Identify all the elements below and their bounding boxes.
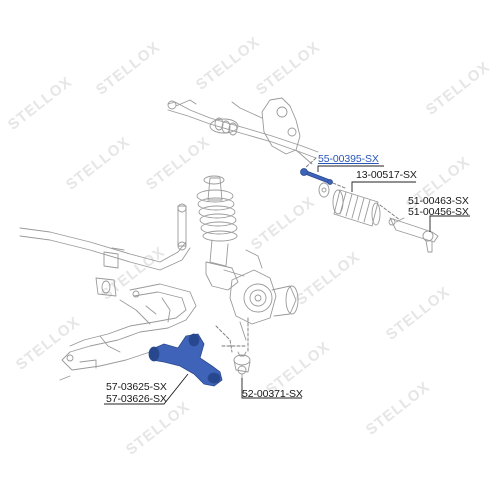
label-ball-joint[interactable]: 52-00371-SX bbox=[242, 388, 303, 400]
tie-rod-end-drawing bbox=[388, 217, 439, 253]
label-tie-rod-end-left[interactable]: 51-00463-SX bbox=[408, 195, 469, 207]
leader-lines bbox=[104, 165, 470, 405]
leader-ball-joint bbox=[241, 378, 302, 399]
label-tie-rod[interactable]: 55-00395-SX bbox=[318, 153, 379, 165]
stabilizer-bar-drawing bbox=[19, 203, 191, 297]
leader-control-arm bbox=[104, 373, 189, 405]
knuckle-hub-drawing bbox=[229, 249, 299, 341]
label-control-arm-left[interactable]: 57-03625-SX bbox=[106, 381, 167, 393]
ball-joint-drawing bbox=[233, 351, 251, 381]
strut-drawing bbox=[196, 175, 245, 291]
label-tie-rod-end-right[interactable]: 51-00456-SX bbox=[408, 206, 469, 218]
leader-tie-rod bbox=[317, 165, 384, 172]
boot-drawing bbox=[318, 182, 381, 227]
subframe-drawing bbox=[59, 283, 197, 381]
tie-rod-part bbox=[300, 168, 333, 185]
label-boot[interactable]: 13-00517-SX bbox=[356, 169, 417, 181]
control-arm-part bbox=[148, 333, 223, 387]
leader-tie-rod-end bbox=[429, 215, 470, 232]
leader-boot bbox=[351, 181, 416, 192]
label-control-arm-right[interactable]: 57-03626-SX bbox=[106, 393, 167, 405]
steering-rack-drawing bbox=[167, 97, 319, 165]
